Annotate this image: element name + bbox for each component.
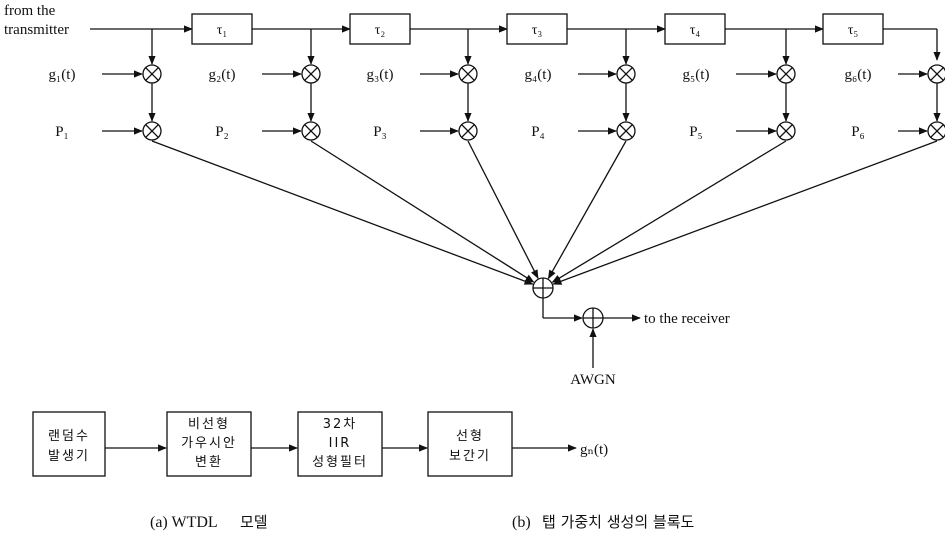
tap-power-label-6: P₆ bbox=[851, 124, 865, 140]
delay-box-5: τ₅ bbox=[822, 13, 884, 45]
tap-gain-label-6: g₆(t) bbox=[845, 67, 872, 83]
noise-adder bbox=[582, 307, 604, 329]
block-nonlinear-gaussian-line1: 비선형 bbox=[188, 417, 230, 432]
block-iir-filter-line2: IIR bbox=[329, 436, 352, 451]
tap-gain-label-4: g₄(t) bbox=[525, 67, 552, 83]
caption-b-prefix: (b) bbox=[512, 514, 531, 531]
block-iir-filter-line1: 32차 bbox=[323, 417, 358, 432]
tap-gain-label-1: g₁(t) bbox=[49, 67, 76, 83]
tap-power-multiplier-6 bbox=[927, 121, 945, 141]
tap-gain-label-5: g₅(t) bbox=[683, 67, 710, 83]
sum-node bbox=[532, 277, 554, 299]
block-random-generator-line1: 랜덤수 bbox=[48, 429, 90, 444]
block-linear-interpolator: 선형 보간기 bbox=[427, 411, 513, 477]
tap-power-multiplier-1 bbox=[142, 121, 162, 141]
tap-branches: g₁(t)P₁g₂(t)P₂g₃(t)P₃g₄(t)P₄g₅(t)P₅g₆(t)… bbox=[49, 29, 945, 285]
input-label-line2: transmitter bbox=[4, 22, 69, 38]
delay-label-3: τ₃ bbox=[532, 23, 543, 38]
tap-power-label-5: P₅ bbox=[689, 124, 703, 140]
output-label: to the receiver bbox=[644, 311, 730, 327]
tap-branch-3: g₃(t) P₃ bbox=[367, 29, 539, 280]
block-linear-interpolator-line2: 보간기 bbox=[449, 449, 491, 464]
caption-b-suffix: 탭 가중치 생성의 블록도 bbox=[542, 513, 695, 531]
tap-power-multiplier-5 bbox=[776, 121, 796, 141]
delay-label-1: τ₁ bbox=[217, 23, 228, 38]
tap-power-multiplier-2 bbox=[301, 121, 321, 141]
tap-power-label-1: P₁ bbox=[55, 124, 69, 140]
tap-power-multiplier-3 bbox=[458, 121, 478, 141]
tap-branch-4: g₄(t) P₄ bbox=[525, 29, 636, 280]
delay-line bbox=[90, 25, 941, 61]
tap-branch-5: g₅(t) P₅ bbox=[551, 29, 796, 283]
caption-a-suffix: 모델 bbox=[240, 513, 268, 531]
tap-power-label-2: P₂ bbox=[215, 124, 229, 140]
tap-branch-2: g₂(t) P₂ bbox=[209, 29, 535, 283]
noise-label: AWGN bbox=[570, 372, 616, 388]
tap-gain-multiplier-5 bbox=[776, 64, 796, 84]
delay-box-3: τ₃ bbox=[506, 13, 568, 45]
block-nonlinear-gaussian: 비선형 가우시안 변환 bbox=[166, 411, 252, 477]
tap-power-multiplier-4 bbox=[616, 121, 636, 141]
input-label-line1: from the bbox=[4, 3, 56, 19]
block-linear-interpolator-line1: 선형 bbox=[456, 429, 484, 444]
block-iir-filter-line3: 성형필터 bbox=[312, 455, 368, 470]
tap-power-label-3: P₃ bbox=[373, 124, 387, 140]
tap-gain-label-3: g₃(t) bbox=[367, 67, 394, 83]
tap-branch-6: g₆(t) P₆ bbox=[552, 64, 945, 285]
delay-box-4: τ₄ bbox=[664, 13, 726, 45]
delay-label-4: τ₄ bbox=[690, 23, 701, 38]
tap-branch-1: g₁(t) P₁ bbox=[49, 29, 534, 285]
block-iir-filter: 32차 IIR 성형필터 bbox=[297, 411, 383, 477]
delay-box-1: τ₁ bbox=[191, 13, 253, 45]
block-random-generator: 랜덤수 발생기 bbox=[32, 411, 106, 477]
tap-generator-chain: 랜덤수 발생기 비선형 가우시안 변환 32차 IIR 성형필터 선형 보간기 … bbox=[32, 411, 608, 477]
delay-box-2: τ₂ bbox=[349, 13, 411, 45]
block-nonlinear-gaussian-line3: 변환 bbox=[195, 455, 223, 470]
tap-gain-multiplier-4 bbox=[616, 64, 636, 84]
tap-power-label-4: P₄ bbox=[531, 124, 545, 140]
delay-label-5: τ₅ bbox=[848, 23, 859, 38]
delay-label-2: τ₂ bbox=[375, 23, 386, 38]
chain-output-label: gₙ(t) bbox=[580, 442, 608, 458]
tap-gain-multiplier-3 bbox=[458, 64, 478, 84]
tap-gain-multiplier-6 bbox=[927, 64, 945, 84]
caption-a-prefix: (a) WTDL bbox=[150, 514, 218, 531]
output-path bbox=[542, 298, 641, 368]
tap-gain-multiplier-2 bbox=[301, 64, 321, 84]
block-nonlinear-gaussian-line2: 가우시안 bbox=[181, 436, 237, 451]
block-random-generator-line2: 발생기 bbox=[48, 449, 90, 464]
tap-gain-label-2: g₂(t) bbox=[209, 67, 236, 83]
tap-gain-multiplier-1 bbox=[142, 64, 162, 84]
